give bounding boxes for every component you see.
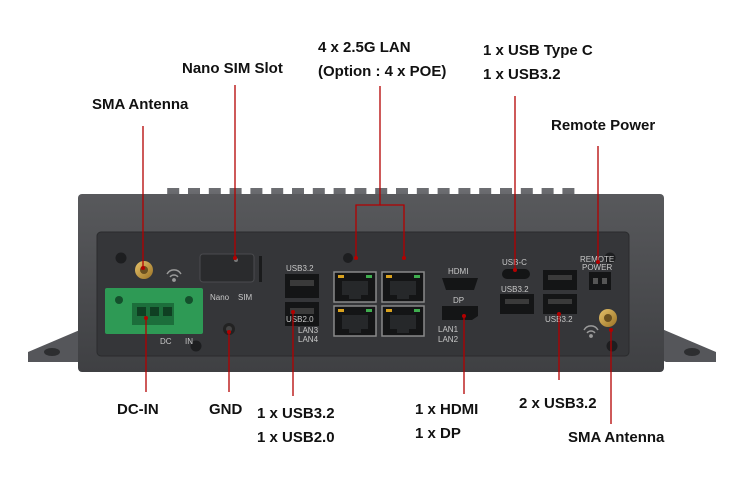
callout-text: 2 x USB3.2 <box>519 395 597 412</box>
callout-usb32-pair: 2 x USB3.2 <box>519 392 597 416</box>
callout-text-line1: 1 x USB Type C <box>483 42 593 59</box>
leader-lan-left <box>355 86 381 258</box>
label-dc: DC <box>160 337 172 346</box>
callout-sma-antenna-right: SMA Antenna <box>568 426 664 450</box>
callout-text: Remote Power <box>551 117 656 134</box>
callout-dc-in: DC-IN <box>117 398 159 422</box>
nano-sim-slot <box>199 253 262 283</box>
antenna-connector-icon <box>135 261 153 279</box>
callout-text-line2: 1 x DP <box>415 425 461 442</box>
callout-nano-sim-slot: Nano SIM Slot <box>182 57 283 81</box>
lan-jack <box>390 315 416 333</box>
antenna-connector-icon <box>599 309 617 327</box>
lan-jack <box>342 315 368 333</box>
callout-text-line1: 1 x USB3.2 <box>257 405 335 422</box>
gnd-screw <box>223 323 235 335</box>
dp-port <box>442 306 478 320</box>
callout-text-line1: 4 x 2.5G LAN <box>318 39 411 56</box>
lan-ports <box>333 271 425 337</box>
lan-led <box>338 309 344 312</box>
hdmi-port <box>442 278 478 290</box>
callout-text-line2: (Option : 4 x POE) <box>318 63 447 80</box>
wifi-icon <box>166 269 182 282</box>
usb32-port-mid <box>500 294 534 314</box>
label-nano: Nano <box>210 293 230 302</box>
label-usb32-left: USB3.2 <box>286 264 314 273</box>
lan-led <box>414 309 420 312</box>
label-in: IN <box>185 337 193 346</box>
callout-usb-mix: 1 x USB3.2 1 x USB2.0 <box>257 402 335 450</box>
callout-text-line2: 1 x USB2.0 <box>257 429 335 446</box>
callout-text: Nano SIM Slot <box>182 60 283 77</box>
label-usb20: USB2.0 <box>286 315 314 324</box>
label-dp: DP <box>453 296 464 305</box>
lan-led <box>366 309 372 312</box>
callout-text: GND <box>209 401 243 418</box>
callout-lan: 4 x 2.5G LAN (Option : 4 x POE) <box>318 36 446 84</box>
lan-led <box>414 275 420 278</box>
callout-text: SMA Antenna <box>92 96 189 113</box>
lan-led <box>366 275 372 278</box>
callout-text: SMA Antenna <box>568 429 665 446</box>
usb-stack-left <box>285 274 319 326</box>
callout-gnd: GND <box>209 398 242 422</box>
label-remote: REMOTE <box>580 255 614 264</box>
label-lan3: LAN3 <box>298 326 319 335</box>
label-hdmi: HDMI <box>448 267 468 276</box>
leader-lines <box>141 85 613 424</box>
lan-jack <box>342 281 368 299</box>
label-lan4: LAN4 <box>298 335 319 344</box>
callout-text: DC-IN <box>117 401 159 418</box>
lan-jack <box>390 281 416 299</box>
usb-c-port <box>502 269 530 279</box>
wifi-icon <box>583 325 599 338</box>
lan-led <box>386 309 392 312</box>
callout-usb-type-c: 1 x USB Type C 1 x USB3.2 <box>483 39 593 87</box>
label-usb32-mid: USB3.2 <box>501 285 529 294</box>
dc-terminal-block <box>105 288 203 334</box>
leader-lan-right <box>380 204 405 258</box>
label-power: POWER <box>582 263 612 272</box>
label-lan1: LAN1 <box>438 325 459 334</box>
label-sim: SIM <box>238 293 253 302</box>
remote-power-connector <box>589 272 611 290</box>
lan-led <box>386 275 392 278</box>
usb32-pair <box>543 270 577 314</box>
callout-sma-antenna-left: SMA Antenna <box>92 93 188 117</box>
screw-icon <box>115 252 618 352</box>
label-lan2: LAN2 <box>438 335 459 344</box>
callout-remote-power: Remote Power <box>551 114 655 138</box>
callout-text-line1: 1 x HDMI <box>415 401 479 418</box>
callout-text-line2: 1 x USB3.2 <box>483 66 561 83</box>
lan-led <box>338 275 344 278</box>
callout-video: 1 x HDMI 1 x DP <box>415 398 478 446</box>
